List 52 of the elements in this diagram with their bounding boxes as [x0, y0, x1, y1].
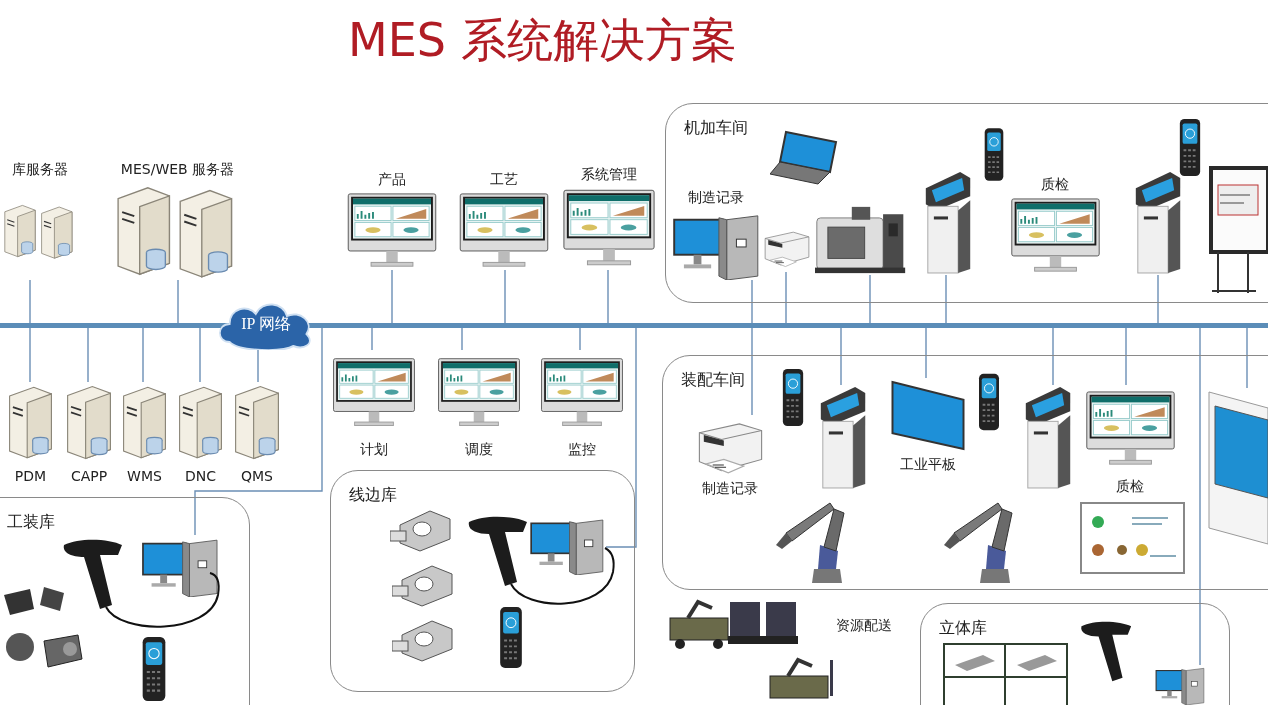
device-label: 工业平板: [899, 454, 956, 473]
connector-line: [785, 271, 787, 324]
connector-line: [869, 274, 871, 324]
device-label: WMS: [127, 467, 162, 485]
connector-line: [177, 279, 179, 324]
area-label: 资源配送: [836, 616, 892, 634]
device-label: 产品: [378, 170, 406, 188]
connector-line: [87, 327, 89, 383]
connector-line: [1157, 274, 1159, 324]
connector-line: [142, 327, 144, 383]
panel-heading: 工装库: [7, 512, 55, 533]
panel-heading: 装配车间: [681, 370, 745, 391]
panel-heading: 线边库: [349, 485, 397, 506]
connector-line: [391, 269, 393, 324]
device-label: 工艺: [490, 170, 518, 188]
device-label: 库服务器: [12, 160, 68, 178]
diagram-title: MES 系统解决方案: [348, 12, 737, 69]
connector-line: [371, 327, 373, 351]
device-label: CAPP: [70, 467, 108, 485]
panel-heading: 立体库: [939, 618, 987, 639]
connector-line: [461, 327, 463, 351]
connector-line: [579, 327, 581, 351]
device-label: 制造记录: [702, 478, 758, 497]
device-label: MES/WEB 服务器: [120, 160, 235, 178]
connector-line: [194, 327, 323, 536]
device-label: QMS: [241, 467, 273, 485]
connector-line: [1052, 327, 1054, 386]
connector-line: [925, 327, 927, 379]
connector-line: [1125, 327, 1127, 386]
device-label: 制造记录: [687, 187, 744, 206]
connector-line: [257, 349, 259, 383]
panel-heading: 机加车间: [684, 118, 748, 139]
device-label: 监控: [568, 440, 596, 458]
connector-line: [199, 327, 201, 383]
connector-line: [840, 327, 842, 386]
connector-line: [29, 279, 31, 324]
network-label: IP 网络: [241, 315, 291, 333]
connector-line: [1246, 327, 1248, 389]
connector-line: [607, 269, 609, 324]
connector-line: [605, 327, 637, 548]
connector-line: [29, 327, 31, 383]
connector-line: [945, 274, 947, 324]
device-label: 质检: [1041, 174, 1069, 193]
device-label: 质检: [1116, 476, 1144, 495]
connector-line: [504, 269, 506, 324]
device-label: PDM: [14, 467, 47, 485]
connector-line: [751, 279, 753, 416]
device-label: 系统管理: [581, 165, 637, 183]
device-label: DNC: [185, 467, 216, 485]
device-label: 计划: [360, 440, 388, 458]
connector-line: [1199, 327, 1201, 666]
device-label: 调度: [465, 440, 493, 458]
